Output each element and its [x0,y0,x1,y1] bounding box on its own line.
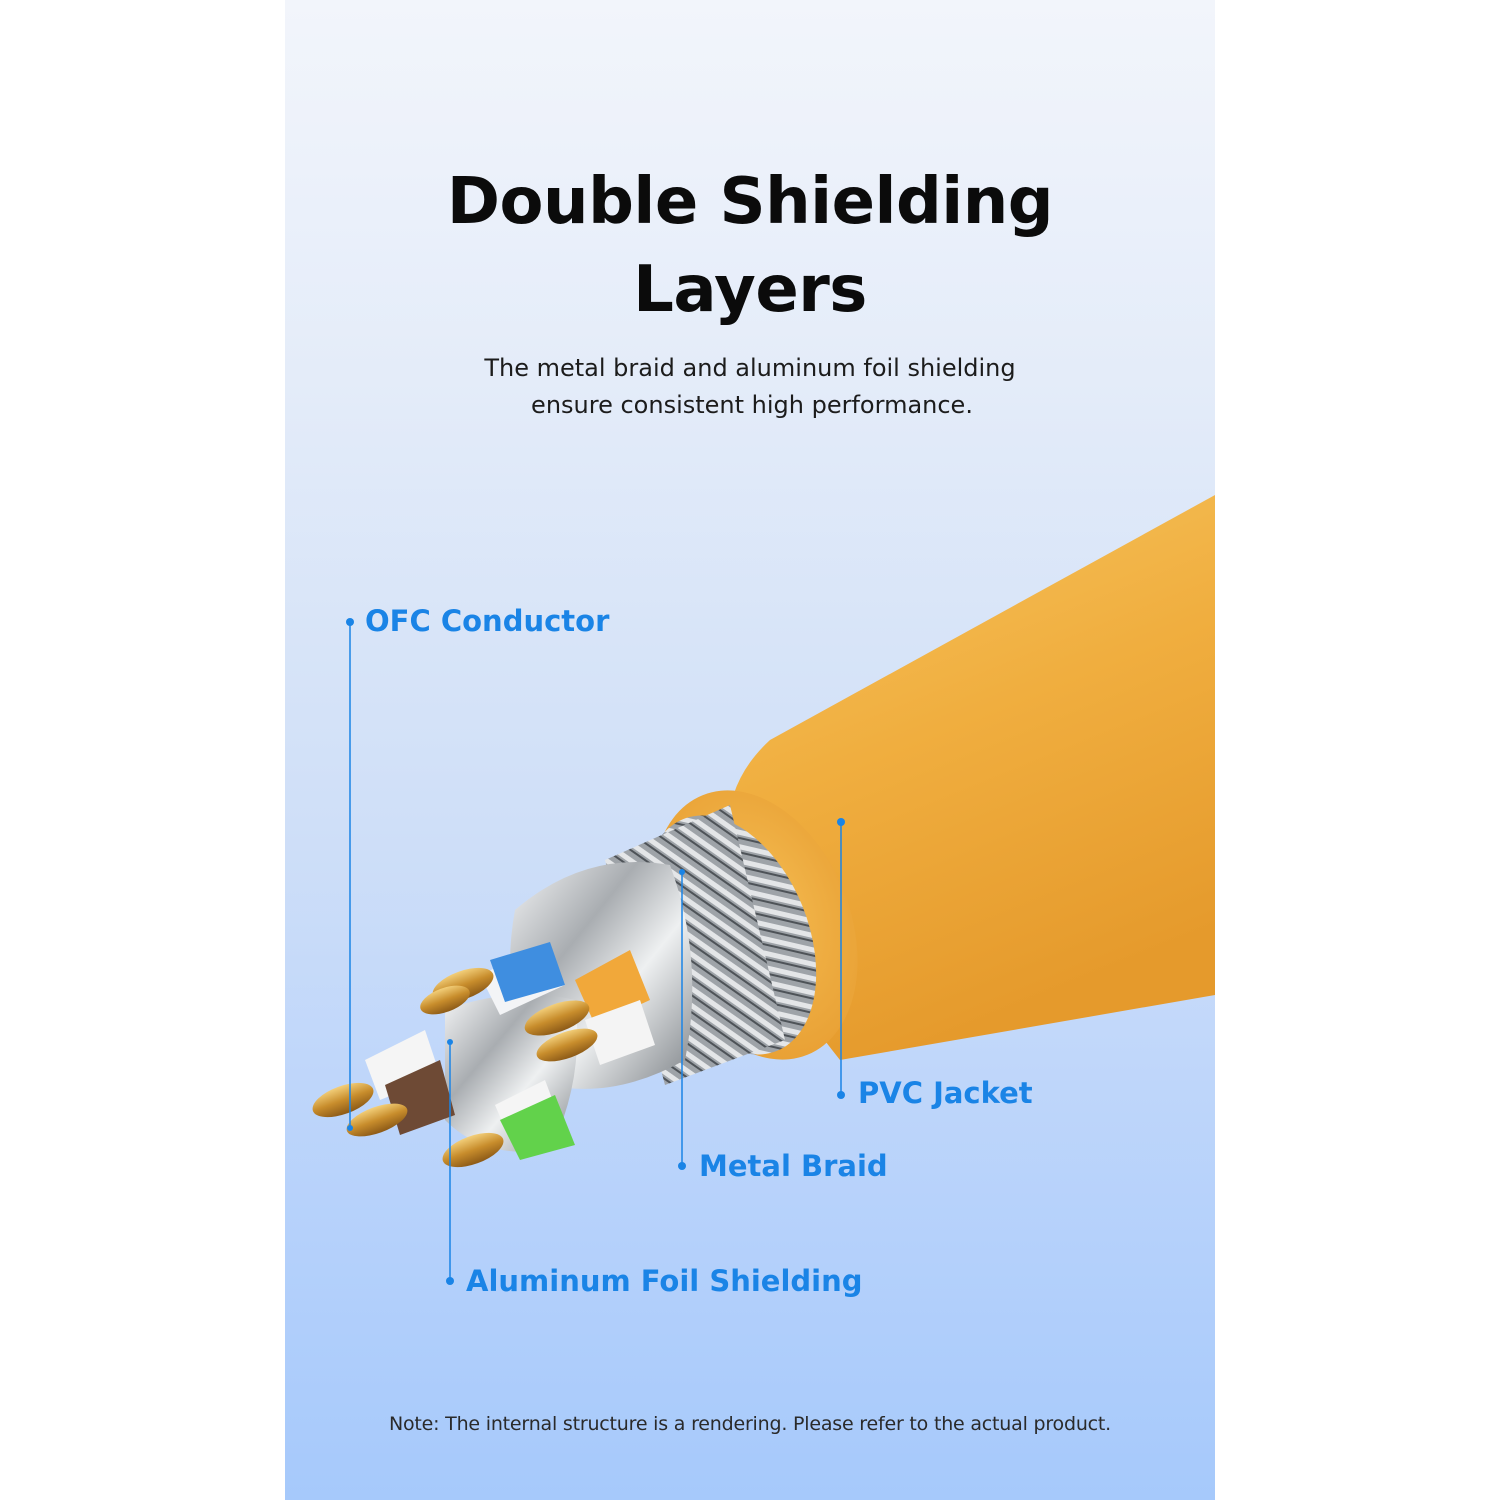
subtitle-line-2: ensure consistent high performance. [531,391,973,419]
aluminum-foil-shielding-label: Aluminum Foil Shielding [466,1264,863,1298]
title-line-2: Layers [633,253,867,327]
subtitle: The metal braid and aluminum foil shield… [285,350,1215,424]
pvc-jacket-label: PVC Jacket [858,1076,1033,1110]
callout-leader-lines [346,618,845,1285]
page-title: Double Shielding Layers [285,158,1215,334]
pvc-leader-dot [837,1091,845,1099]
braid-leader-dot [678,1162,686,1170]
disclaimer-note: Note: The internal structure is a render… [388,1413,1112,1435]
product-panel: Double Shielding Layers The metal braid … [285,0,1215,1500]
subtitle-line-1: The metal braid and aluminum foil shield… [484,354,1016,382]
cable-cross-section-illustration [312,495,1215,1285]
metal-braid-label: Metal Braid [699,1149,888,1183]
wire-pairs [365,942,655,1160]
title-line-1: Double Shielding [446,165,1054,239]
ofc-conductor-label: OFC Conductor [365,604,610,638]
ofc-leader-dot [346,618,354,626]
ofc-conductor-tips [312,967,598,1168]
foil-leader-dot [446,1277,454,1285]
